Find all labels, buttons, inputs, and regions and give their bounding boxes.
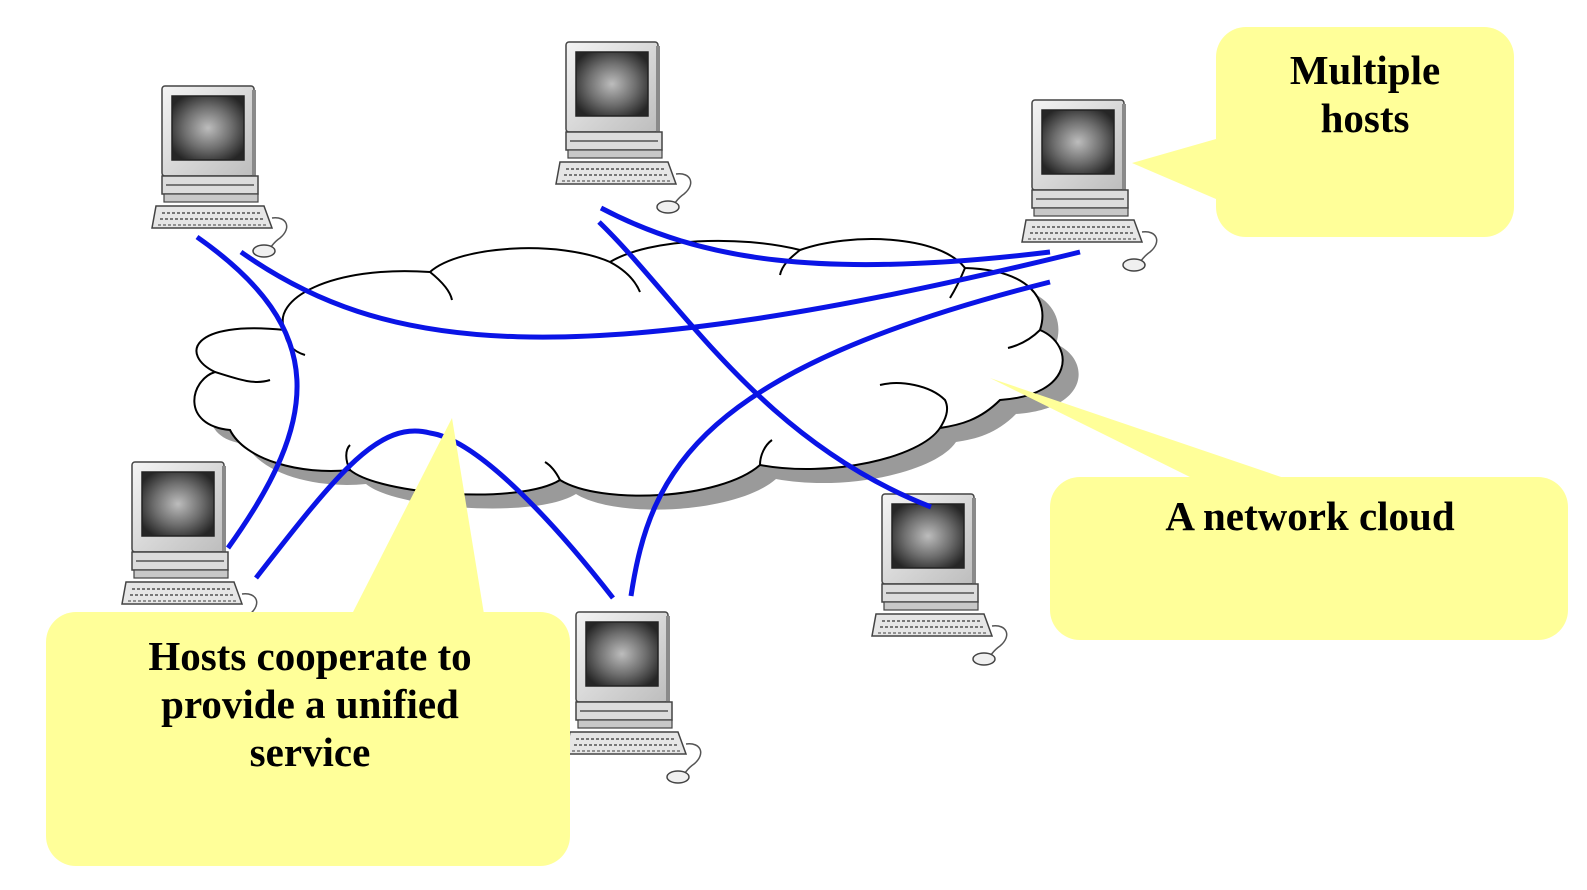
link-topcenter-bottomright — [597, 220, 932, 510]
host-links — [195, 205, 1081, 600]
host-top-center — [555, 41, 692, 214]
link-topleft-topright — [239, 249, 1081, 340]
host-bottom-right — [871, 493, 1008, 666]
desktop-computer-icon — [151, 85, 288, 258]
host-top-right — [1021, 99, 1158, 272]
callout-multiple-hosts — [1132, 27, 1514, 237]
link-bottomcenter-topright — [628, 279, 1051, 597]
desktop-computer-icon — [121, 461, 258, 634]
link-topcenter-topright — [599, 205, 1051, 268]
callout-hosts-cooperate-text: Hosts cooperate to provide a unified ser… — [148, 633, 472, 775]
callout-multiple-hosts-text: Multiple hosts — [1289, 47, 1441, 141]
callout-network-cloud-text: A network cloud — [1165, 493, 1455, 539]
host-bottom-center — [565, 611, 702, 784]
callout-hosts-cooperate — [46, 418, 570, 866]
desktop-computer-icon — [555, 41, 692, 214]
desktop-computer-icon — [1021, 99, 1158, 272]
link-topleft-bottomleft — [195, 234, 300, 550]
host-bottom-left — [121, 461, 258, 634]
desktop-computer-icon — [565, 611, 702, 784]
host-top-left — [151, 85, 288, 258]
link-bottomleft-bottomcenter — [254, 428, 615, 600]
callout-network-cloud — [990, 378, 1568, 640]
desktop-computer-icon — [871, 493, 1008, 666]
